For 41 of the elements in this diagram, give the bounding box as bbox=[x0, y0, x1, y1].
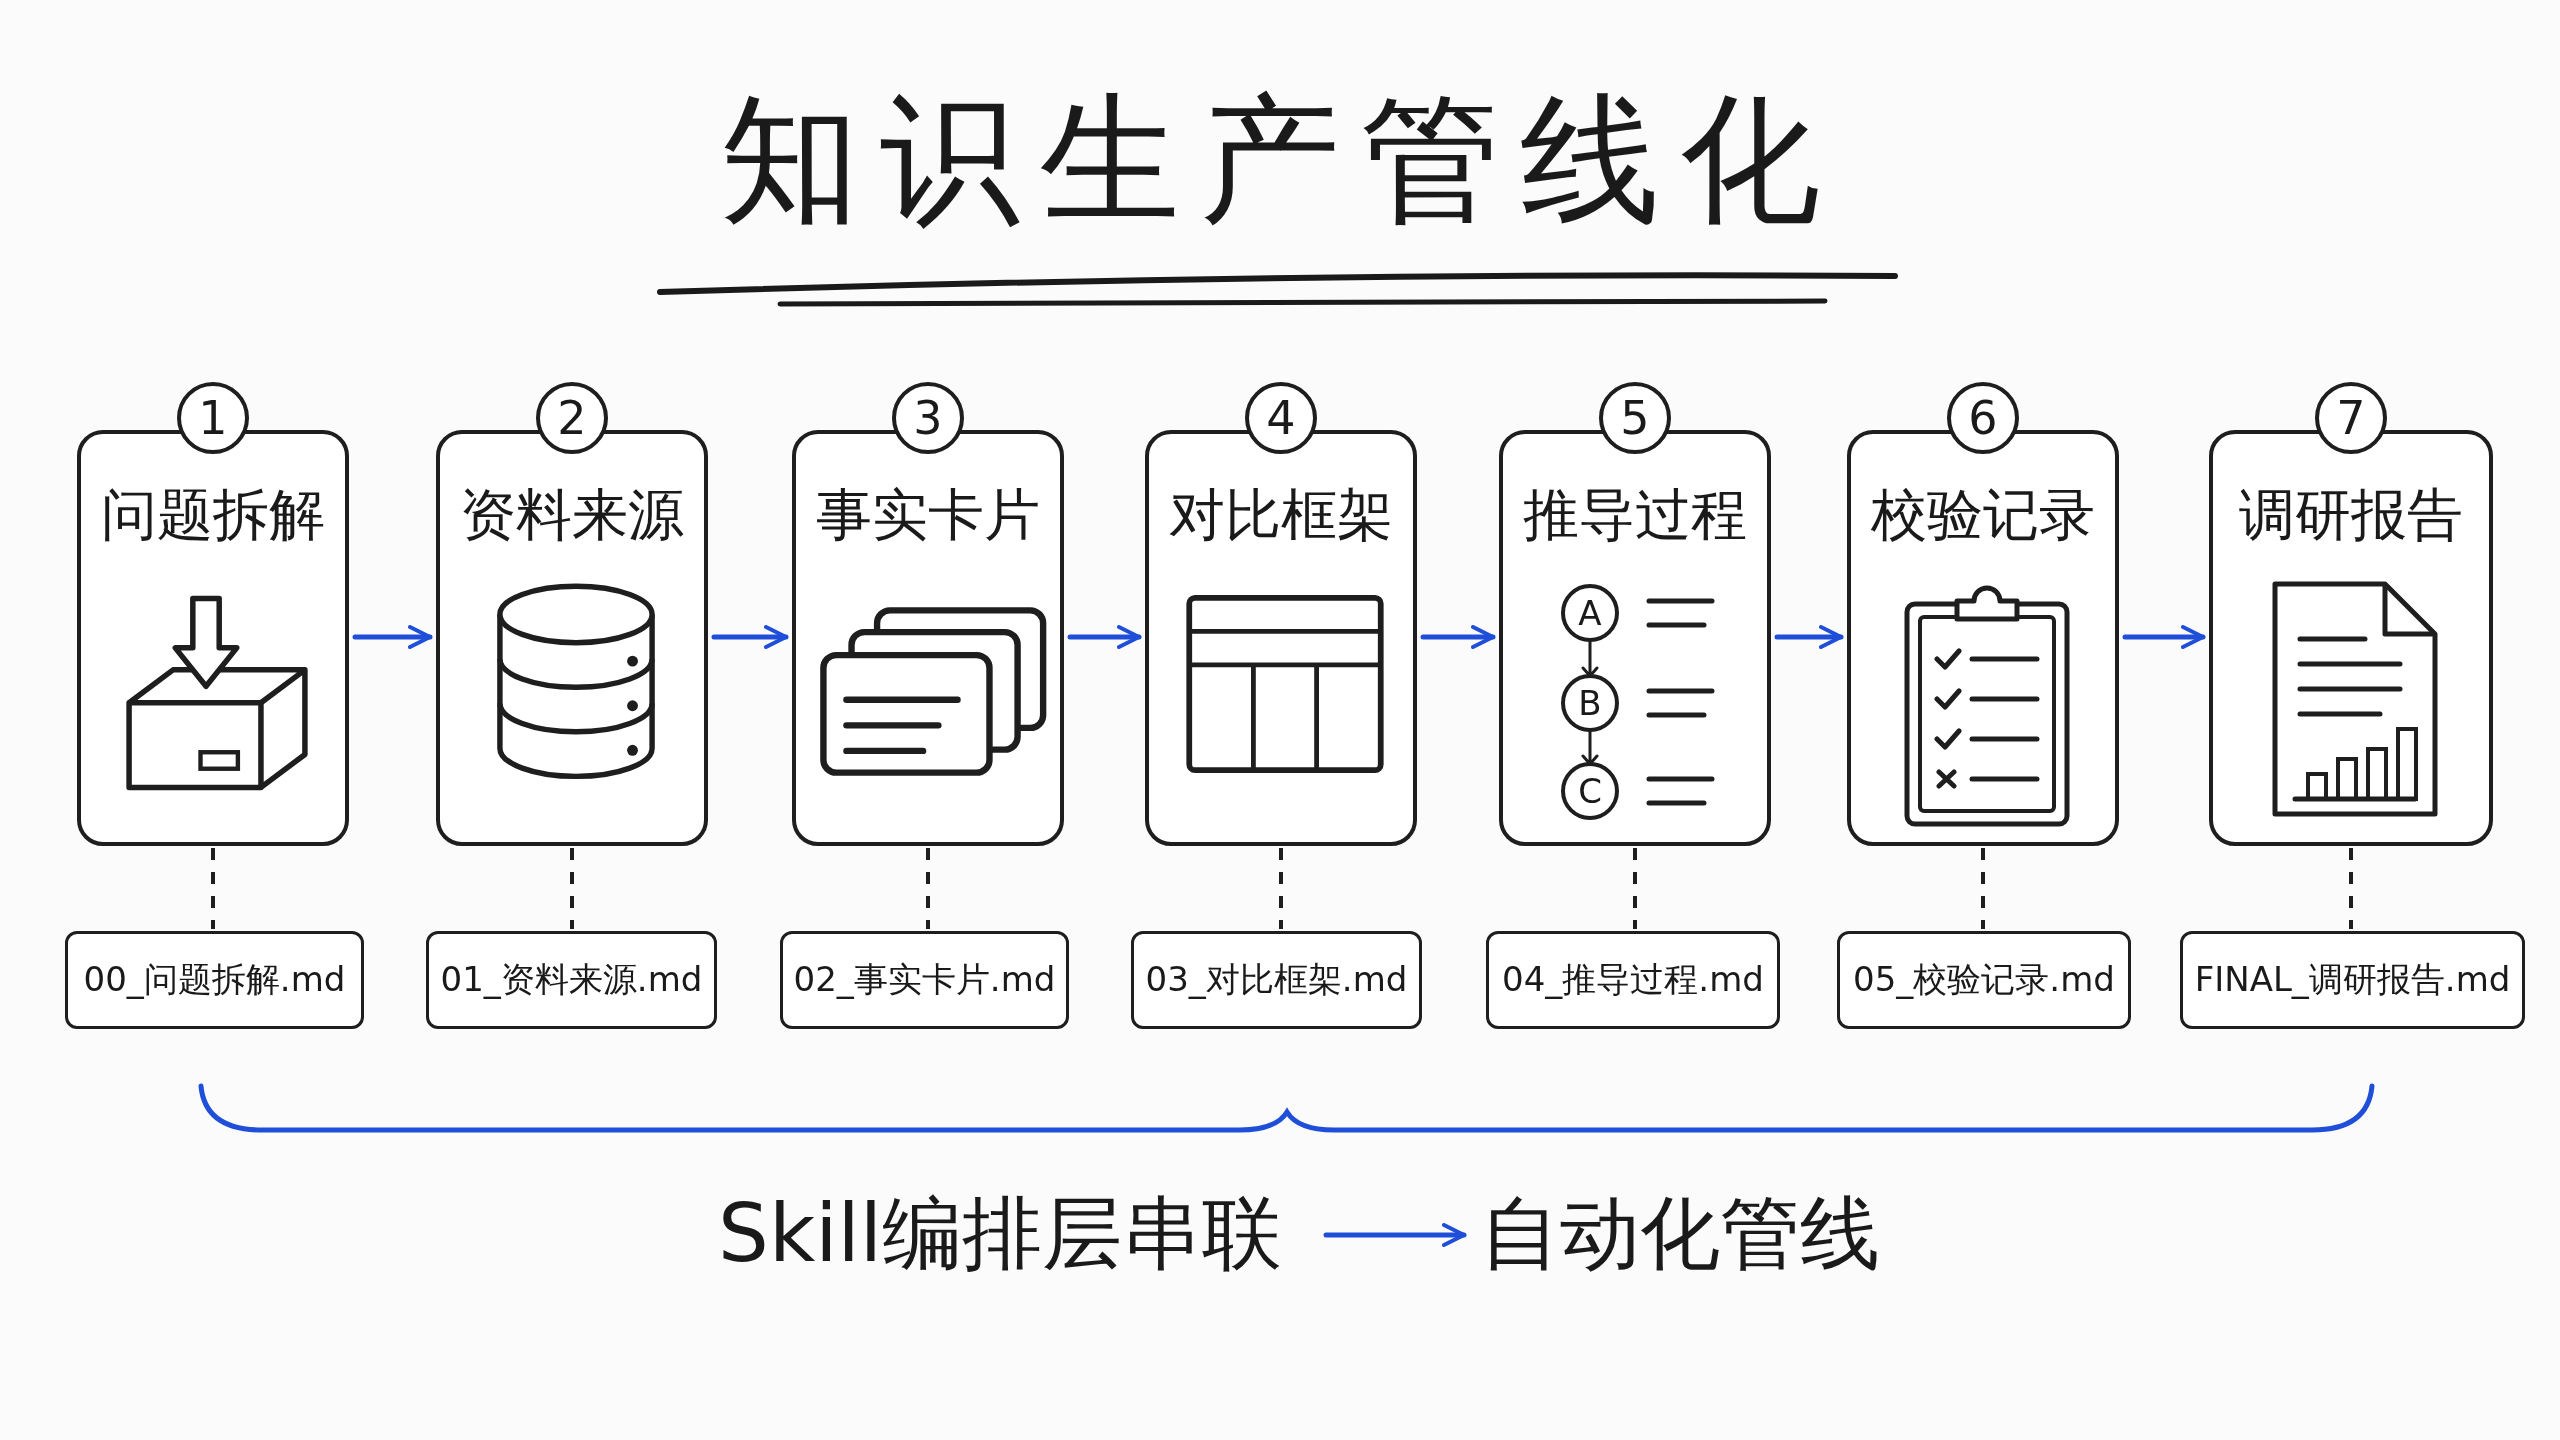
caption-text: Skill编排层串联 bbox=[680, 1190, 1320, 1280]
step-letter: B bbox=[1578, 686, 1602, 720]
connector-line bbox=[570, 848, 574, 929]
step-title: 校验记录 bbox=[1870, 481, 2096, 549]
step-letter: C bbox=[1578, 774, 1602, 808]
file-name-box: 01_资料来源.md bbox=[426, 931, 717, 1029]
file-name-box: 03_对比框架.md bbox=[1131, 931, 1422, 1029]
title: 知识生产管线化 bbox=[719, 77, 1841, 243]
file-name-box: 02_事实卡片.md bbox=[780, 931, 1069, 1029]
connector-line bbox=[211, 848, 215, 929]
step-letter: A bbox=[1578, 596, 1602, 630]
arrow bbox=[352, 625, 433, 649]
step-title: 资料来源 bbox=[459, 481, 685, 549]
arrow bbox=[711, 625, 789, 649]
step-number: 7 bbox=[2315, 382, 2387, 454]
file-name-box: FINAL_调研报告.md bbox=[2180, 931, 2525, 1029]
step-number: 4 bbox=[1245, 382, 1317, 454]
arrow bbox=[2122, 625, 2206, 649]
connector-line bbox=[1279, 848, 1283, 929]
step-number: 6 bbox=[1947, 382, 2019, 454]
step-title: 事实卡片 bbox=[815, 481, 1041, 549]
file-name-box: 05_校验记录.md bbox=[1837, 931, 2131, 1029]
arrow bbox=[1323, 1223, 1467, 1247]
arrow bbox=[1774, 625, 1844, 649]
step-number: 1 bbox=[177, 382, 249, 454]
arrow bbox=[1420, 625, 1496, 649]
arrow bbox=[1067, 625, 1142, 649]
caption-text: 自动化管线 bbox=[1470, 1190, 1890, 1280]
step-title: 推导过程 bbox=[1522, 481, 1748, 549]
file-name-box: 04_推导过程.md bbox=[1486, 931, 1780, 1029]
step-number: 3 bbox=[892, 382, 964, 454]
step-number: 5 bbox=[1599, 382, 1671, 454]
step-title: 问题拆解 bbox=[100, 481, 326, 549]
step-title: 调研报告 bbox=[2238, 481, 2464, 549]
file-name-box: 00_问题拆解.md bbox=[65, 931, 364, 1029]
step-number: 2 bbox=[536, 382, 608, 454]
connector-line bbox=[2349, 848, 2353, 929]
connector-line bbox=[926, 848, 930, 929]
connector-line bbox=[1633, 848, 1637, 929]
connector-line bbox=[1981, 848, 1985, 929]
step-title: 对比框架 bbox=[1168, 481, 1394, 549]
